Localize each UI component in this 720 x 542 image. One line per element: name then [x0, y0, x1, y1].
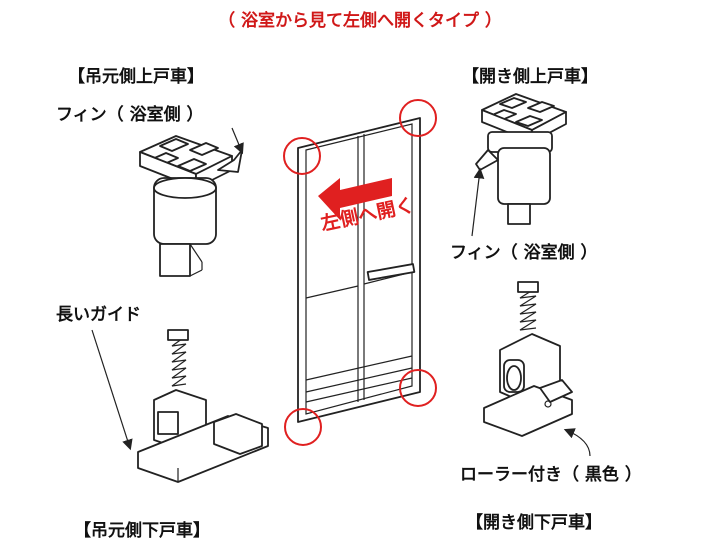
bottom-left-roller-illustration: [137, 329, 269, 483]
note-long-guide: 長いガイド: [56, 305, 141, 325]
note-fin-right: フィン（ 浴室側 ）: [450, 243, 598, 263]
label-bottom-right-roller: 【開き側下戸車】: [466, 513, 602, 533]
note-roller-black: ローラー付き（ 黒色 ）: [460, 465, 642, 485]
leader-fin-right: [471, 167, 485, 237]
top-right-roller-illustration: [475, 93, 567, 225]
label-bottom-left-roller: 【吊元側下戸車】: [74, 521, 210, 541]
leader-fin-left: [231, 127, 244, 155]
top-left-roller-illustration: [139, 135, 243, 277]
note-fin-left: フィン（ 浴室側 ）: [56, 105, 204, 125]
highlight-circle-top-right: [399, 99, 437, 137]
leader-long-guide: [91, 329, 133, 451]
label-top-left-roller: 【吊元側上戸車】: [68, 67, 204, 87]
highlight-circle-bottom-right: [399, 369, 437, 407]
bottom-right-roller-illustration: [483, 281, 573, 437]
highlight-circle-bottom-left: [284, 408, 322, 446]
highlight-circle-top-left: [283, 137, 321, 175]
label-top-right-roller: 【開き側上戸車】: [462, 67, 598, 87]
leader-roller: [563, 428, 591, 457]
bifold-door: [297, 117, 421, 423]
open-left-arrow: [318, 178, 392, 220]
diagram-title: （ 浴室から見て左側へ開くタイプ ）: [218, 11, 502, 31]
